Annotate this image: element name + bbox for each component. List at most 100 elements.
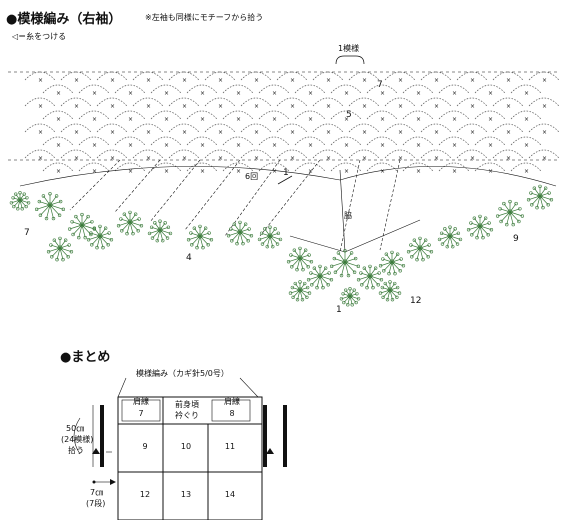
bottom-measure-line-2: (7段) <box>86 499 106 508</box>
motif-center <box>389 259 395 265</box>
motif-fan <box>323 266 328 270</box>
single-crochet-mark: × <box>416 142 421 149</box>
motif-fan <box>456 231 461 235</box>
single-crochet-mark: × <box>434 129 439 136</box>
chain-arch <box>420 71 452 81</box>
motif-fan <box>530 203 534 207</box>
single-crochet-mark: × <box>488 116 493 123</box>
motif-fan <box>529 191 533 195</box>
motif-fan <box>356 264 361 269</box>
motif-fan <box>163 221 167 225</box>
motif-fan <box>159 229 171 234</box>
chain-arch <box>24 97 56 107</box>
single-crochet-mark: × <box>488 142 493 149</box>
motif-fan <box>66 255 70 259</box>
motif-fan <box>44 216 49 221</box>
single-crochet-mark: × <box>146 77 151 84</box>
motif-fan <box>344 288 348 292</box>
single-crochet-mark: × <box>74 103 79 110</box>
motif-fan <box>350 303 354 307</box>
motif-fan <box>57 213 62 217</box>
motif-fan <box>24 204 28 209</box>
motif-fan <box>186 238 191 242</box>
motif-fan <box>128 210 132 215</box>
chain-arch <box>276 123 308 133</box>
motif-center <box>387 287 393 293</box>
chain-arch <box>78 110 110 120</box>
connection-line <box>379 159 401 251</box>
motif-fan <box>92 226 97 230</box>
motif-fan <box>360 283 364 287</box>
motif-fan <box>346 273 351 278</box>
motif-fan <box>385 297 390 302</box>
note-left-sleeve: ※左袖も同様にモチーフから拾う <box>145 13 264 22</box>
motif-number-4: 4 <box>186 253 192 263</box>
motif-center <box>157 227 163 233</box>
motif-fan <box>352 288 356 292</box>
connection-line <box>259 159 321 237</box>
chain-arch <box>366 110 398 120</box>
motif-fan <box>356 297 361 301</box>
motif-fan <box>293 281 297 286</box>
motif-fan <box>303 248 308 252</box>
motif-fan <box>381 295 385 299</box>
motif-fan <box>25 196 29 200</box>
single-crochet-mark: × <box>218 103 223 110</box>
single-crochet-mark: × <box>56 142 61 149</box>
single-crochet-mark: × <box>74 129 79 136</box>
motif-fan <box>159 229 168 239</box>
chain-arch <box>384 123 416 133</box>
motif-center <box>237 229 243 235</box>
motif-fan <box>321 285 325 290</box>
motif-fan <box>475 235 479 240</box>
single-crochet-mark: × <box>416 90 421 97</box>
single-crochet-mark: × <box>254 77 259 84</box>
motif-fan <box>116 224 121 228</box>
single-crochet-mark: × <box>308 168 313 175</box>
motif-fan <box>421 257 425 262</box>
motif-fan <box>470 233 474 237</box>
motif-fan <box>406 250 411 254</box>
motif-fan <box>365 285 369 290</box>
chain-arch <box>78 84 110 94</box>
motif-fan <box>486 233 490 237</box>
chain-arch <box>384 149 416 159</box>
motif-fan <box>520 214 525 218</box>
motif-fan <box>90 243 94 247</box>
single-crochet-mark: × <box>128 142 133 149</box>
motif-center <box>447 233 453 239</box>
motif-fan <box>273 227 277 231</box>
single-crochet-mark: × <box>218 155 223 162</box>
motif-fan <box>327 271 331 275</box>
chain-arch <box>366 84 398 94</box>
single-crochet-mark: × <box>272 168 277 175</box>
single-crochet-mark: × <box>254 129 259 136</box>
chain-arch <box>276 149 308 159</box>
motif-fan <box>119 217 123 221</box>
motif-fan <box>342 300 346 305</box>
motif-fan <box>262 235 271 245</box>
motif-fan <box>235 241 239 246</box>
single-crochet-mark: × <box>326 77 331 84</box>
motif-fan <box>81 216 89 226</box>
motif-fan <box>339 297 344 301</box>
motif-fan <box>266 235 271 247</box>
chain-arch <box>348 97 380 107</box>
single-crochet-mark: × <box>74 155 79 162</box>
motif-fan <box>265 244 269 249</box>
single-crochet-mark: × <box>362 155 367 162</box>
motif-fan <box>122 212 127 216</box>
single-crochet-mark: × <box>200 142 205 149</box>
chain-arch <box>96 123 128 133</box>
motif-fan <box>440 242 445 246</box>
motif-fan <box>269 235 281 240</box>
motif-center <box>297 287 303 293</box>
motif-fan <box>153 221 157 225</box>
motif-fan <box>61 207 66 212</box>
chain-arch <box>420 97 452 107</box>
motif-fan <box>448 225 452 229</box>
motif-fan <box>383 281 387 286</box>
chain-arch <box>258 84 290 94</box>
chain-arch <box>312 123 344 133</box>
title-leader-right <box>239 377 259 398</box>
